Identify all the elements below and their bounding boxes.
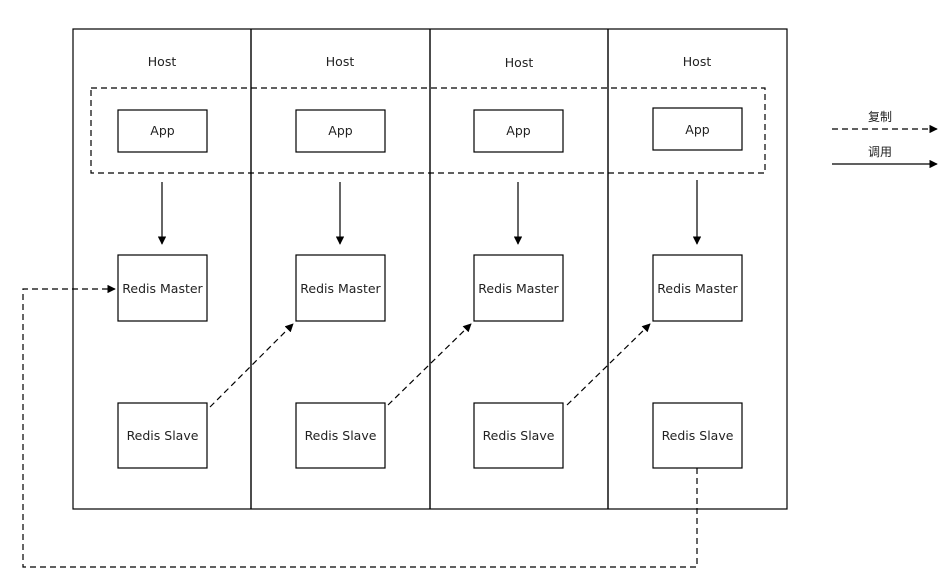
host-label-2: Host: [326, 54, 355, 69]
app-box-1: [117, 109, 208, 153]
redis-master-box-1: [117, 254, 208, 322]
app-box-3: [473, 109, 564, 153]
host-label-4: Host: [683, 54, 712, 69]
redis-slave-label-1: Redis Slave: [127, 428, 199, 443]
redis-master-box-2: [295, 254, 386, 322]
app-box-2: [295, 109, 386, 153]
redis-master-label-4: Redis Master: [657, 281, 738, 296]
redis-master-label-3: Redis Master: [478, 281, 559, 296]
redis-master-box-4: [652, 254, 743, 322]
legend-replication-label: 复制: [868, 110, 892, 124]
redis-master-label-2: Redis Master: [300, 281, 381, 296]
legend: 复制 调用: [832, 110, 938, 169]
redis-slave-box-1: [117, 402, 208, 469]
redis-slave-label-2: Redis Slave: [305, 428, 377, 443]
app-label-1: App: [150, 123, 174, 138]
redis-slave-box-3: [473, 402, 564, 469]
replication-arrow-4-to-1: [22, 284, 698, 568]
app-box-4: [652, 107, 743, 151]
host-label-1: Host: [148, 54, 177, 69]
app-group-dashed-frame: [90, 87, 766, 174]
redis-master-box-3: [473, 254, 564, 322]
redis-slave-label-3: Redis Slave: [483, 428, 555, 443]
redis-master-label-1: Redis Master: [122, 281, 203, 296]
app-label-2: App: [328, 123, 352, 138]
app-label-4: App: [685, 122, 709, 137]
app-label-3: App: [506, 123, 530, 138]
host-label-3: Host: [505, 55, 534, 70]
redis-slave-box-2: [295, 402, 386, 469]
redis-slave-box-4: [652, 402, 743, 469]
legend-call-label: 调用: [868, 145, 892, 159]
redis-slave-label-4: Redis Slave: [662, 428, 734, 443]
